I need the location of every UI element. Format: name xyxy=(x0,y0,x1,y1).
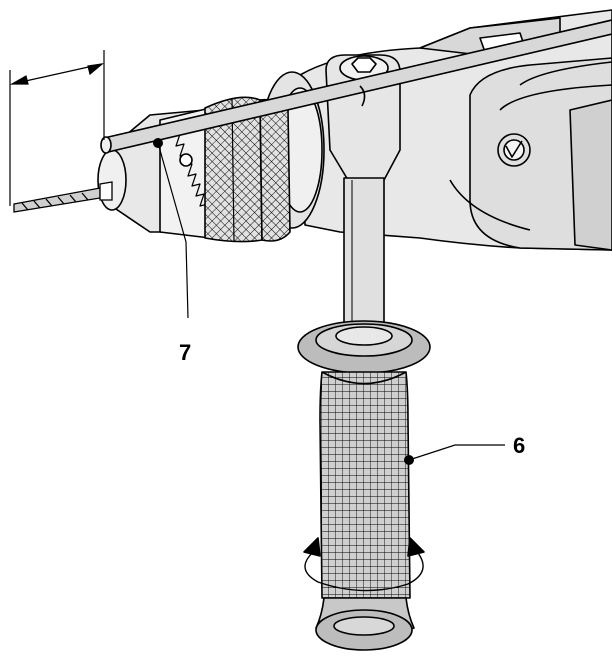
callout-label-7: 7 xyxy=(179,340,191,365)
callout-7: 7 xyxy=(153,138,191,365)
depth-dimension xyxy=(9,50,105,206)
depth-stop-rod xyxy=(100,19,612,154)
drill-chuck xyxy=(97,96,291,243)
drill-bit xyxy=(13,181,113,213)
callout-6: 6 xyxy=(404,433,525,465)
callout-label-6: 6 xyxy=(513,433,525,458)
